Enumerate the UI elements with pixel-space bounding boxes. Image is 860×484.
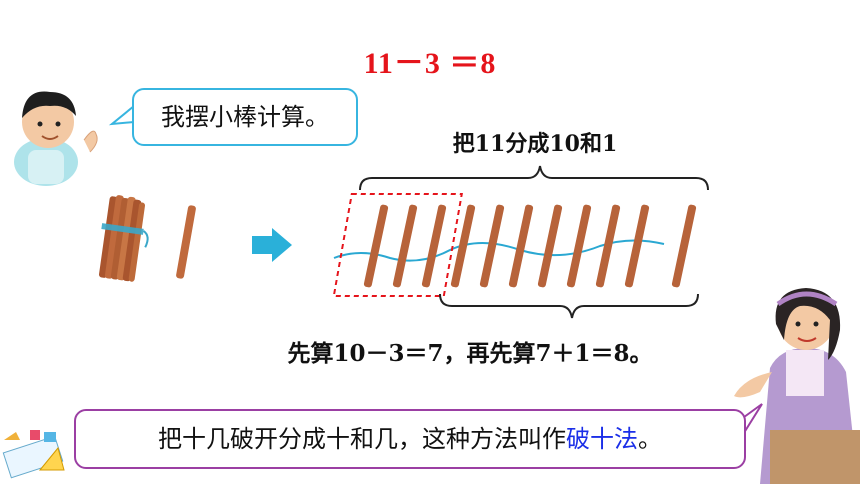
teacher-figure <box>734 288 860 484</box>
stick-9 <box>595 204 621 288</box>
stick-7 <box>537 204 563 288</box>
single-stick <box>176 205 196 279</box>
stick-8 <box>566 204 592 288</box>
stick-4 <box>450 204 476 288</box>
split-label: 把11分成10和1 <box>452 131 618 157</box>
boy-bubble-tail <box>108 105 135 126</box>
stick-row <box>363 204 697 288</box>
teacher-bubble-suffix: 。 <box>638 425 662 453</box>
teacher-bubble-highlight: 破十法 <box>566 425 638 453</box>
top-brace <box>359 165 709 191</box>
bottom-brace <box>439 293 699 319</box>
calculation-text: 先算10－3＝7，再先算7＋1＝8。 <box>287 340 653 367</box>
stick-11 <box>671 204 697 288</box>
teacher-bubble-prefix: 把十几破开分成十和几，这种方法叫作 <box>158 425 566 453</box>
teacher-speech-bubble: 把十几破开分成十和几，这种方法叫作破十法。 <box>74 409 746 469</box>
stationery-decoration <box>2 430 65 479</box>
takeaway-dashed-box <box>332 193 463 297</box>
boy-speech-bubble: 我摆小棒计算。 <box>132 88 358 146</box>
arrow-icon <box>252 228 292 262</box>
stick-bundle <box>98 195 149 282</box>
equation-title: 11－3 ＝8 <box>363 47 497 80</box>
boy-figure <box>14 91 98 186</box>
stick-5 <box>479 204 505 288</box>
stick-6 <box>508 204 534 288</box>
stick-10 <box>624 204 650 288</box>
stick-1 <box>363 204 389 288</box>
stick-3 <box>421 204 447 288</box>
bundle-string <box>333 239 665 262</box>
stick-2 <box>392 204 418 288</box>
